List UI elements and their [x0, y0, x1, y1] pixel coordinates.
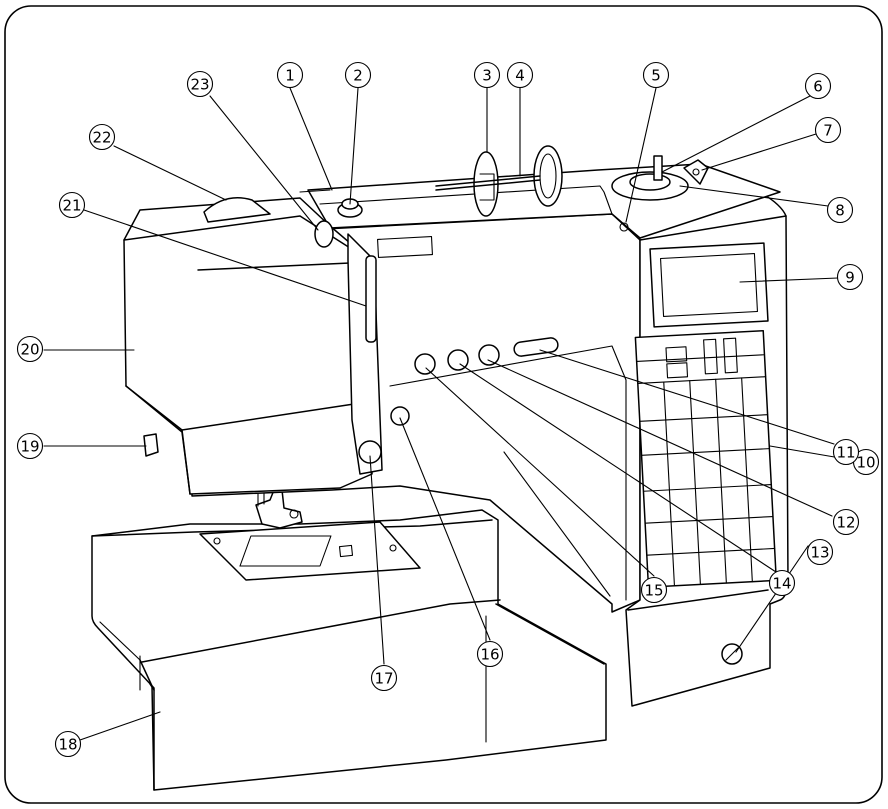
callout-22: 22	[88, 123, 116, 151]
callout-21: 21	[58, 191, 86, 219]
svg-text:11: 11	[836, 444, 855, 462]
svg-text:4: 4	[515, 67, 525, 85]
callout-6: 6	[804, 72, 832, 100]
svg-text:23: 23	[190, 76, 209, 94]
callout-7: 7	[814, 116, 842, 144]
svg-text:20: 20	[20, 341, 39, 359]
callout-8: 8	[826, 196, 854, 224]
callout-9: 9	[836, 263, 864, 291]
callout-3: 3	[473, 61, 501, 89]
svg-text:8: 8	[835, 202, 845, 220]
callout-1: 1	[276, 61, 304, 89]
front-buttons	[358, 337, 559, 464]
leader-1	[289, 87, 333, 191]
callout-4: 4	[506, 61, 534, 89]
face-cover	[123, 197, 373, 495]
svg-text:19: 19	[20, 438, 39, 456]
leader-17	[369, 455, 385, 665]
callout-12: 12	[832, 508, 860, 536]
spool-pins	[435, 145, 563, 217]
leader-13	[735, 545, 809, 653]
leader-22	[113, 145, 227, 201]
leader-23	[209, 95, 319, 231]
svg-text:21: 21	[62, 197, 81, 215]
presser-foot	[255, 489, 303, 529]
svg-text:5: 5	[651, 67, 661, 85]
callout-14: 14	[768, 569, 796, 597]
callout-5: 5	[642, 61, 670, 89]
leader-9	[739, 277, 839, 283]
callout-20: 20	[16, 335, 44, 363]
callout-15: 15	[640, 576, 668, 604]
svg-text:10: 10	[856, 454, 875, 472]
leader-15	[425, 367, 655, 577]
diagram-frame	[4, 5, 883, 804]
callout-23: 23	[186, 70, 214, 98]
svg-text:22: 22	[92, 129, 111, 147]
leader-6	[661, 95, 811, 173]
svg-text:1: 1	[285, 67, 295, 85]
svg-text:3: 3	[482, 67, 492, 85]
svg-text:16: 16	[480, 646, 499, 664]
svg-text:13: 13	[810, 544, 829, 562]
callout-16: 16	[476, 640, 504, 668]
leader-18	[79, 711, 161, 741]
callout-13: 13	[806, 538, 834, 566]
leader-12	[487, 359, 833, 517]
svg-text:9: 9	[845, 269, 855, 287]
callout-19: 19	[16, 432, 44, 460]
leader-7	[701, 133, 817, 171]
leader-14	[459, 363, 777, 573]
bobbin-winder	[611, 155, 709, 201]
svg-text:17: 17	[374, 670, 393, 688]
callout-11: 11	[832, 438, 860, 466]
svg-text:15: 15	[644, 582, 663, 600]
leader-lines	[43, 87, 853, 741]
lcd-screen	[649, 242, 769, 328]
sewing-machine-drawing	[91, 145, 789, 791]
svg-text:18: 18	[58, 736, 77, 754]
leader-11	[539, 349, 835, 445]
callout-17: 17	[370, 664, 398, 692]
leader-16	[399, 417, 491, 641]
leader-2	[349, 87, 359, 205]
accessory-box	[91, 509, 607, 791]
callout-18: 18	[54, 730, 82, 758]
tension-dial	[203, 197, 271, 223]
svg-text:6: 6	[813, 78, 823, 96]
callout-labels: 1 2 3 4 5 6 7 8 9 10 11 12 13 14 15 16 1…	[16, 61, 880, 758]
svg-text:2: 2	[353, 67, 363, 85]
callout-2: 2	[344, 61, 372, 89]
svg-text:12: 12	[836, 514, 855, 532]
svg-text:7: 7	[823, 122, 833, 140]
side-lever	[143, 433, 159, 457]
leader-21	[83, 209, 367, 307]
leader-5	[625, 87, 657, 223]
svg-text:14: 14	[772, 575, 791, 593]
leader-8	[679, 185, 829, 207]
